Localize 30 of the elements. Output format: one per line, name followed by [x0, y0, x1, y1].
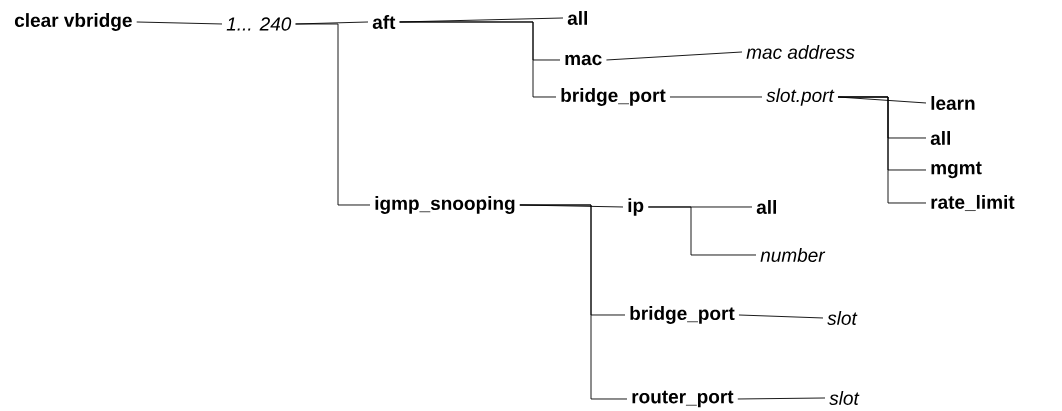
connector-line	[295, 23, 371, 206]
parameter: 1... 240	[226, 17, 292, 31]
keyword: bridge_port	[630, 306, 735, 324]
keyword: router_port	[632, 390, 734, 408]
keyword: all	[567, 11, 587, 25]
keyword: rate_limit	[931, 194, 1015, 212]
keyword: all	[756, 200, 776, 214]
keyword: aft	[372, 15, 396, 29]
parameter: number	[760, 248, 826, 262]
connector-line	[669, 96, 763, 98]
connector-line	[837, 96, 927, 204]
keyword: mgmt	[931, 161, 982, 179]
keyword: igmp_snooping	[375, 196, 515, 214]
keyword: clear vbridge	[14, 13, 132, 31]
parameter: mac address	[746, 45, 855, 59]
connector-line	[136, 21, 223, 25]
connector-line	[738, 314, 824, 319]
connector-line	[606, 51, 743, 61]
keyword: all	[930, 131, 950, 145]
parameter: slot.port	[766, 88, 835, 106]
keyword: mac	[565, 54, 602, 66]
keyword: learn	[931, 96, 975, 110]
parameter: slot	[829, 391, 860, 405]
connector-line	[737, 397, 826, 400]
connector-line	[647, 206, 757, 256]
keyword: ip	[628, 198, 644, 216]
parameter: slot	[827, 311, 858, 325]
connector-line	[519, 204, 628, 400]
keyword: bridge_port	[561, 88, 666, 106]
connector-line	[399, 21, 557, 98]
